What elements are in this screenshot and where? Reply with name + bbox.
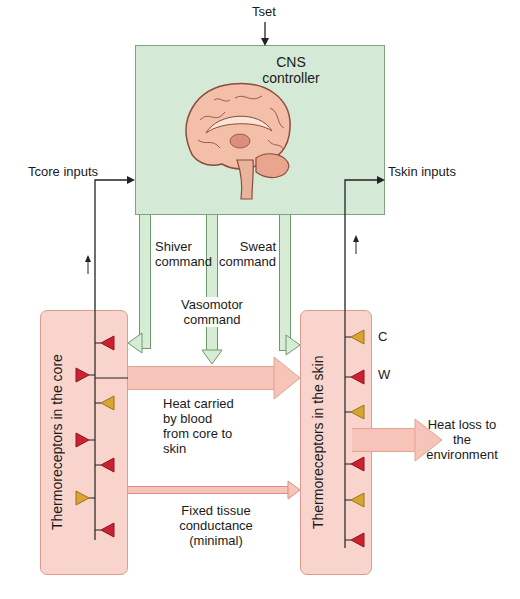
flow-direction-arrow xyxy=(88,261,89,274)
receptor-key: W xyxy=(378,367,390,382)
edge-label: Sweat command xyxy=(216,239,276,269)
flow-arrow xyxy=(128,357,300,399)
flow-arrow-body xyxy=(128,487,289,493)
flow-arrow-body xyxy=(285,215,287,345)
thalamus xyxy=(230,134,250,148)
brain-cerebellum xyxy=(256,154,289,178)
edge-label: Shiver command xyxy=(155,239,217,269)
corpus-callosum xyxy=(206,116,272,133)
receptor-key: C xyxy=(378,329,387,344)
flow-arrow-outline xyxy=(128,366,275,390)
setpoint-arrow xyxy=(264,22,265,39)
arrowhead xyxy=(127,176,135,184)
brain-gyri xyxy=(198,96,284,150)
node-title: CNS controller xyxy=(254,54,328,86)
node-title: Thermoreceptors in the core xyxy=(49,311,65,574)
vasomotor-arrow-outline xyxy=(206,215,218,350)
edge-label: Fixed tissue conductance (minimal) xyxy=(170,503,262,548)
flow-arrow-outline xyxy=(128,486,289,494)
flow-arrow-body xyxy=(141,215,145,343)
flow-arrow-outline xyxy=(285,215,287,345)
arrowhead xyxy=(288,481,300,499)
vasomotor-arrow xyxy=(207,215,217,350)
setpoint-label: Tset xyxy=(252,4,276,19)
edge-label: Tcore inputs xyxy=(28,164,98,179)
node-title: Thermoreceptors in the skin xyxy=(310,311,326,574)
arrowhead xyxy=(286,335,300,355)
flow-label: Heat loss to the environment xyxy=(418,417,506,462)
flow-arrow xyxy=(128,481,300,499)
flow-arrow xyxy=(128,215,145,353)
edge-label: Heat carried by blood from core to skin xyxy=(163,396,239,456)
vasomotor-arrowhead xyxy=(202,350,222,364)
command-label: Vasomotor command xyxy=(170,297,254,327)
flow-direction-arrowhead xyxy=(85,255,91,262)
flow-direction-arrow xyxy=(356,241,357,254)
arrowhead xyxy=(128,333,142,353)
flow-arrow-outline xyxy=(141,215,145,343)
edge-label: Tskin inputs xyxy=(388,164,456,179)
arrowhead xyxy=(274,357,300,399)
heat-loss-arrow-outline xyxy=(352,428,416,452)
flow-arrow-body xyxy=(128,367,275,389)
signal-line xyxy=(95,176,135,310)
flow-arrow xyxy=(285,215,300,355)
flow-direction-arrowhead xyxy=(353,235,359,242)
heat-loss-arrow xyxy=(352,429,416,451)
signal-line xyxy=(95,180,128,310)
